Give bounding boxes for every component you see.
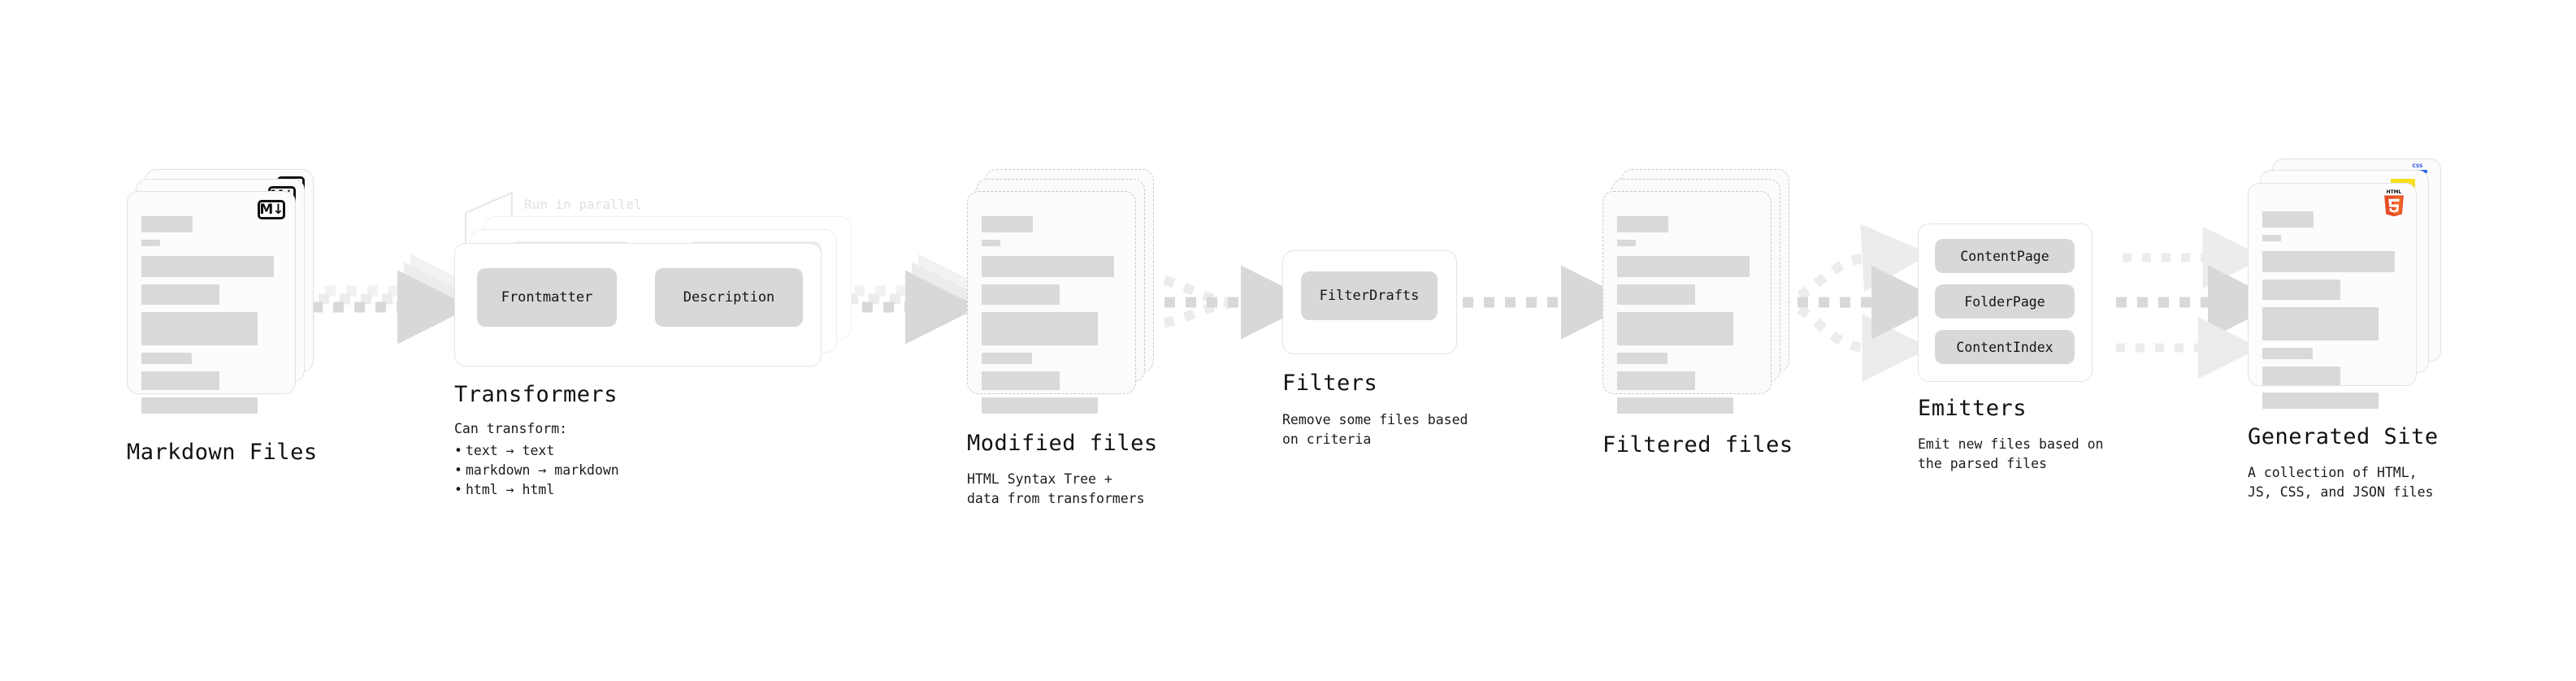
transformer-pill-description[interactable]: Description [655, 268, 803, 327]
skeleton-bar [141, 353, 192, 364]
capability-item: markdown → markdown [466, 461, 619, 480]
stage-title-generated-site: Generated Site [2248, 424, 2439, 449]
skeleton-bar [1617, 397, 1733, 414]
filter-pill-filterdrafts[interactable]: FilterDrafts [1301, 271, 1438, 320]
stage-subtitle-emitters: Emit new files based on the parsed files [1918, 436, 2104, 471]
capabilities-heading: Can transform: [454, 421, 568, 436]
skeleton-bar [982, 397, 1098, 414]
skeleton-bar [141, 371, 219, 390]
run-in-parallel-leader [464, 191, 514, 244]
skeleton-bar [982, 284, 1060, 305]
skeleton-bar [141, 312, 258, 345]
skeleton-bar [1617, 312, 1733, 345]
skeleton-bar [982, 216, 1033, 232]
stage-title-markdown-files: Markdown Files [127, 440, 318, 465]
skeleton-bars [1617, 216, 1758, 421]
skeleton-bar [1617, 240, 1636, 246]
stage-subtitle-modified-files: HTML Syntax Tree + data from transformer… [967, 471, 1145, 506]
skeleton-bar [982, 371, 1060, 390]
skeleton-bar [2262, 280, 2340, 300]
skeleton-bar [141, 397, 258, 414]
skeleton-bar [1617, 353, 1667, 364]
transformer-pill-frontmatter[interactable]: Frontmatter [477, 268, 617, 327]
arrow-markdown-to-transformers [312, 254, 484, 345]
stage-title-transformers: Transformers [454, 382, 618, 407]
skeleton-bar [1617, 256, 1750, 277]
skeleton-bar [2262, 211, 2314, 228]
stage-subtitle-generated-site: A collection of HTML, JS, CSS, and JSON … [2248, 465, 2434, 500]
arrow-modified-to-filters [1143, 265, 1315, 340]
skeleton-bars [982, 216, 1122, 421]
emitter-pill-contentpage[interactable]: ContentPage [1935, 239, 2075, 273]
skeleton-bar [2262, 348, 2313, 359]
skeleton-bars [141, 216, 282, 421]
stage-title-filtered-files: Filtered files [1602, 432, 1793, 458]
skeleton-bar [982, 256, 1114, 277]
site-card-html[interactable]: HTML [2248, 183, 2417, 409]
skeleton-bar [141, 256, 274, 277]
css-wordmark: CSS [2412, 163, 2423, 169]
skeleton-bars [2262, 211, 2403, 416]
transformers-capabilities: Can transform: text → text markdown → ma… [454, 419, 619, 500]
skeleton-bar [141, 284, 219, 305]
arrow-filtered-to-emitters [1776, 223, 1945, 382]
modified-card-front[interactable] [967, 191, 1136, 414]
capability-item: html → html [466, 480, 619, 500]
stage-title-modified-files: Modified files [967, 431, 1158, 456]
stage-title-filters: Filters [1282, 371, 1378, 396]
skeleton-bar [1617, 216, 1668, 232]
skeleton-bar [2262, 251, 2395, 272]
skeleton-bar [982, 353, 1032, 364]
skeleton-bar [141, 240, 160, 246]
skeleton-bar [982, 312, 1098, 345]
skeleton-bar [141, 216, 193, 232]
stage-title-emitters: Emitters [1918, 396, 2027, 421]
markdown-icon: M↓ [258, 200, 285, 219]
emitter-pill-folderpage[interactable]: FolderPage [1935, 284, 2075, 319]
skeleton-bar [2262, 307, 2379, 340]
filtered-card-front[interactable] [1602, 191, 1772, 414]
skeleton-bar [2262, 367, 2340, 385]
skeleton-bar [2262, 235, 2281, 241]
stage-subtitle-filters: Remove some files based on criteria [1282, 412, 1468, 447]
skeleton-bar [1617, 371, 1695, 390]
capabilities-list: text → text markdown → markdown html → h… [454, 441, 619, 500]
arrow-emitters-to-site [2116, 226, 2282, 380]
html5-shield: HTML [2384, 189, 2404, 217]
html5-icon: HTML [2382, 189, 2406, 217]
markdown-card-front[interactable]: M↓ [127, 191, 296, 414]
skeleton-bar [2262, 393, 2379, 409]
svg-text:HTML: HTML [2387, 189, 2402, 195]
skeleton-bar [982, 240, 1000, 246]
run-in-parallel-label: Run in parallel [524, 197, 642, 212]
skeleton-bar [1617, 284, 1695, 305]
emitter-pill-contentindex[interactable]: ContentIndex [1935, 330, 2075, 364]
capability-item: text → text [466, 441, 619, 461]
arrow-transformers-to-modified [820, 254, 992, 345]
